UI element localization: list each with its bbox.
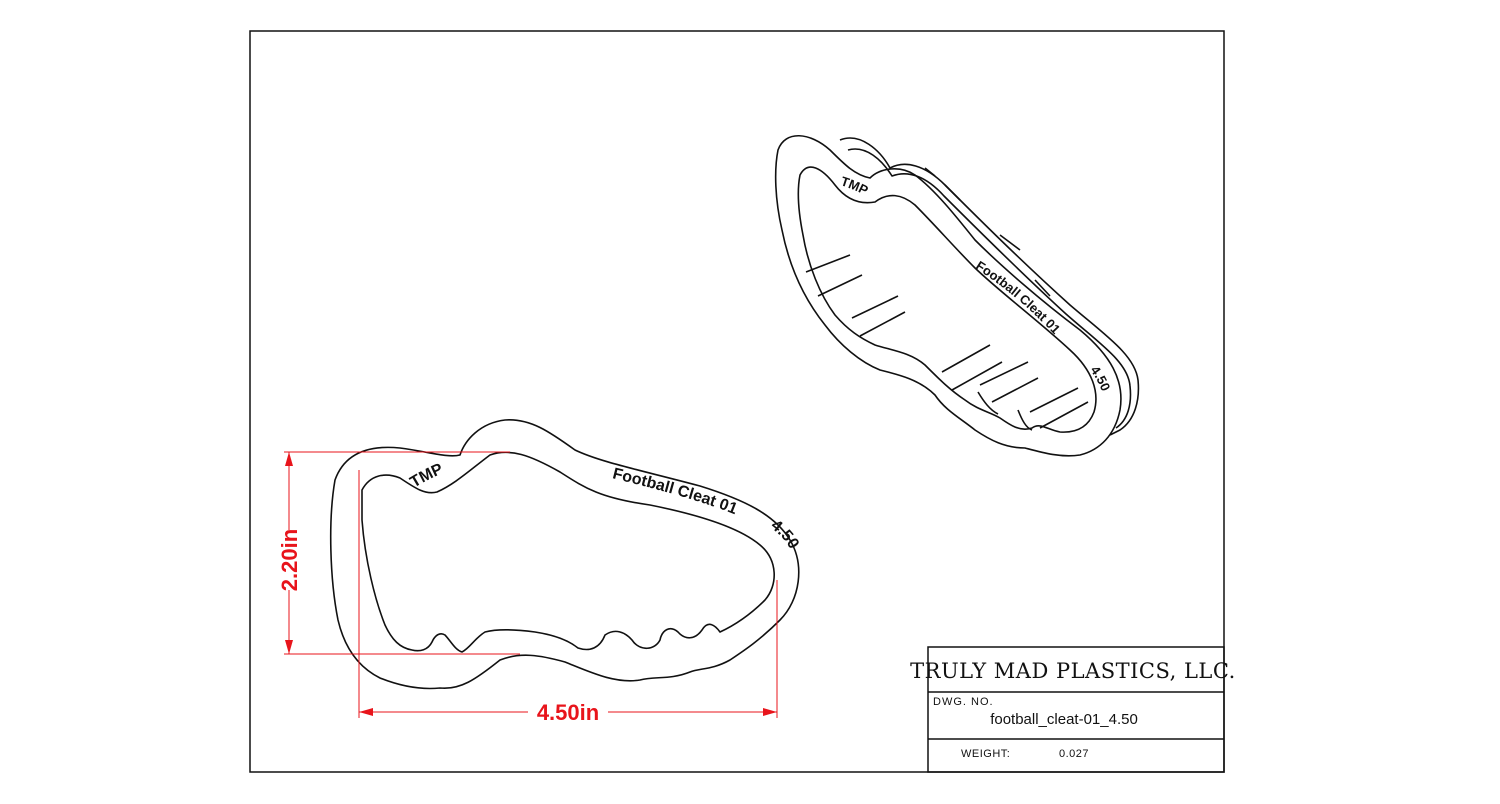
weight-value: 0.027 — [1059, 748, 1089, 760]
dimension-lines — [284, 451, 778, 718]
top-size-text: 4.50 — [768, 517, 802, 552]
weight-label: WEIGHT: — [961, 748, 1010, 760]
drawing-number: football_cleat-01_4.50 — [990, 711, 1138, 728]
height-dimension-label: 2.20in — [277, 529, 302, 591]
title-block — [927, 646, 1225, 773]
company-name: TRULY MAD PLASTICS, LLC. — [910, 659, 1236, 683]
dwg-no-label: DWG. NO. — [933, 696, 994, 708]
isometric-cutter-view — [774, 135, 1140, 457]
sheet-border — [249, 30, 1225, 773]
width-dimension-label: 4.50in — [537, 700, 599, 725]
top-view-cutter — [329, 419, 800, 690]
